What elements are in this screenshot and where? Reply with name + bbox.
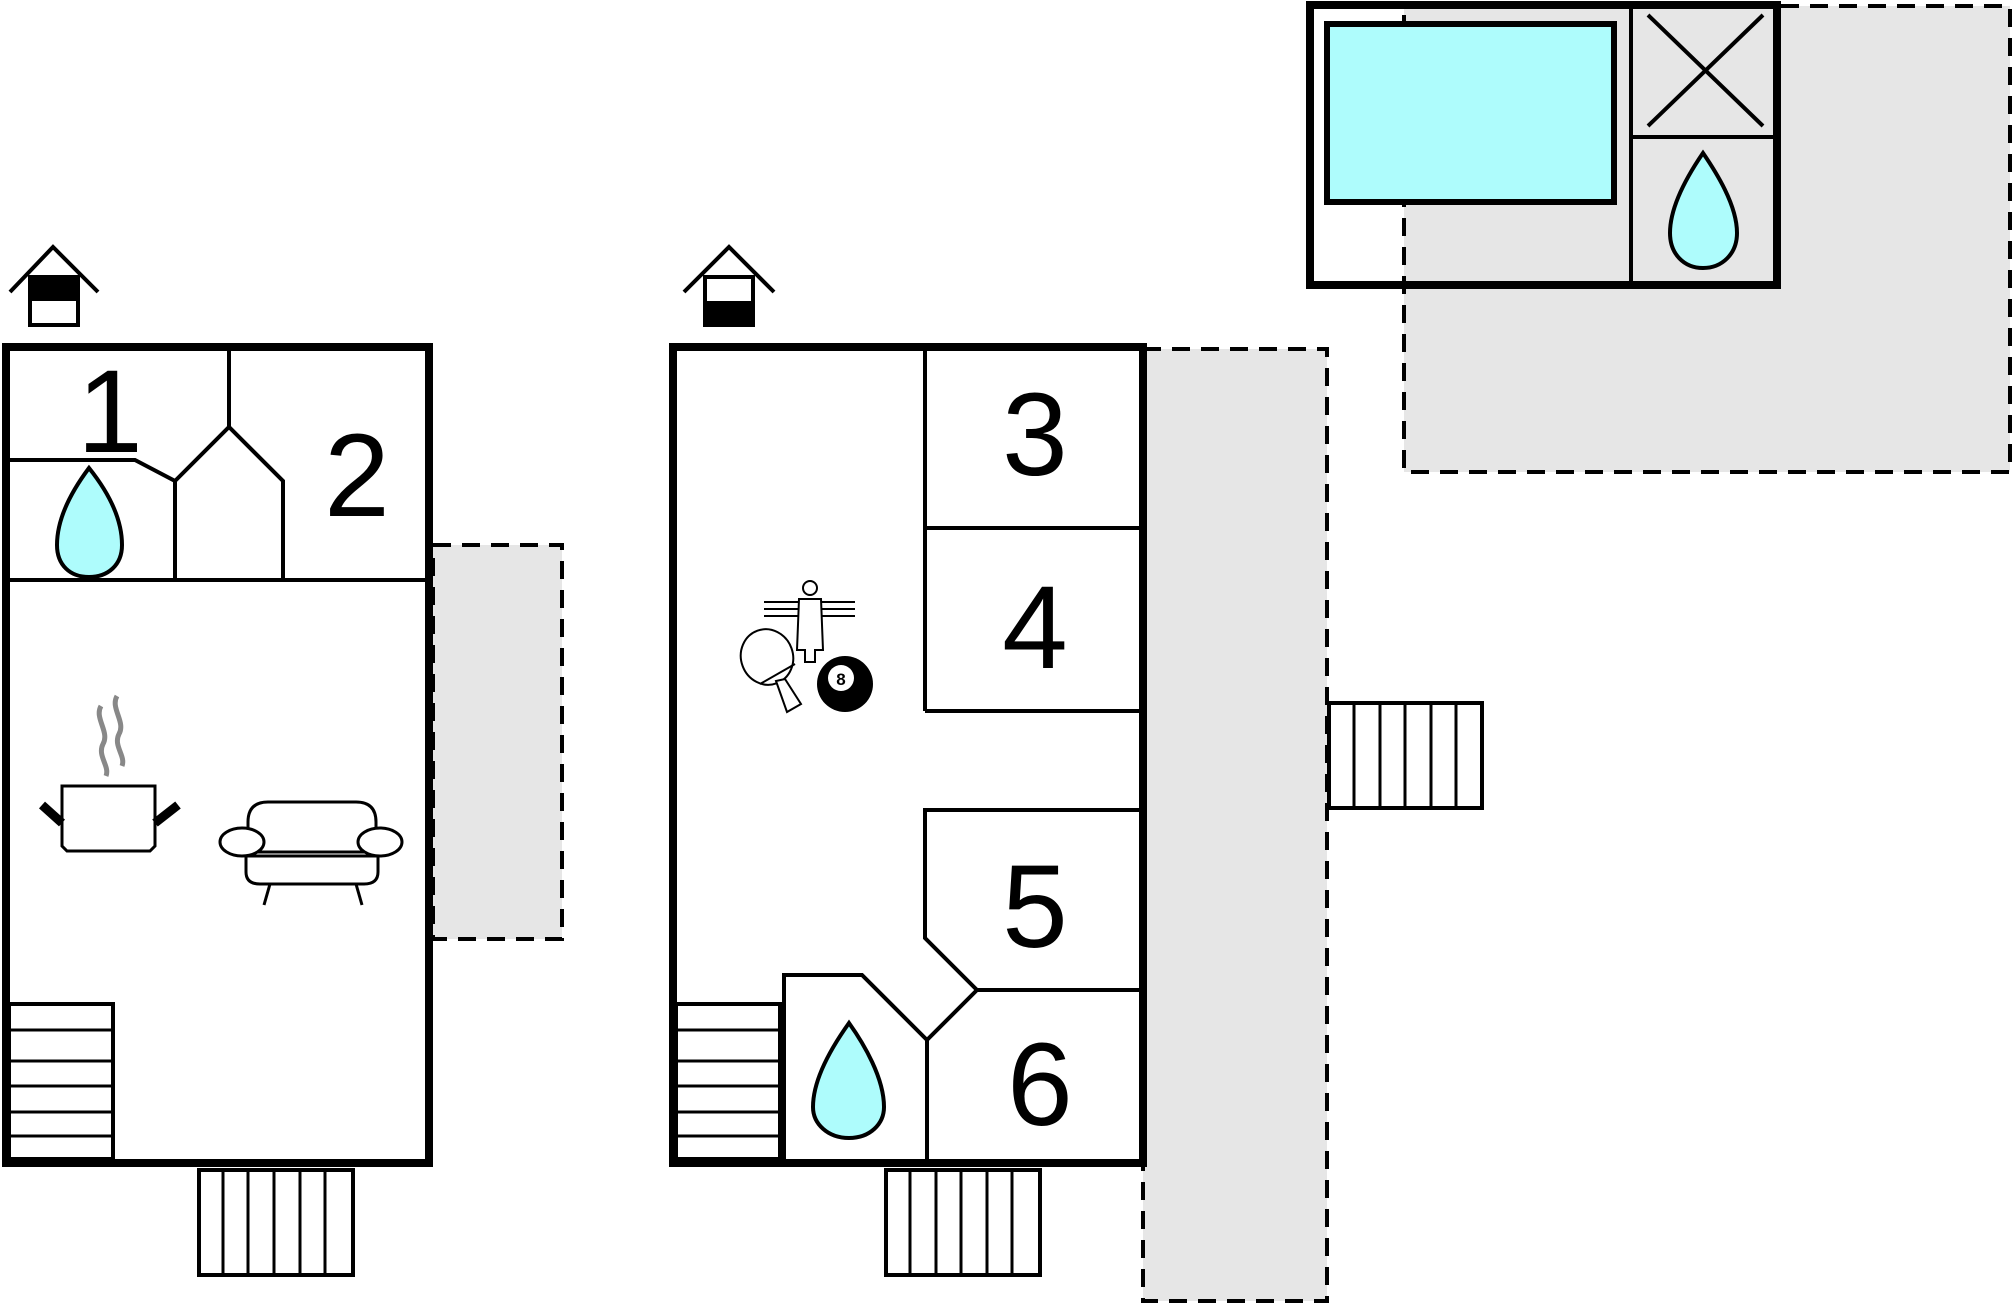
house-floor-icon-ground xyxy=(8,244,100,327)
table-football-icon xyxy=(764,580,855,663)
pool-icon xyxy=(1324,21,1617,205)
house-floor-icon-lower xyxy=(682,244,776,327)
room-4-label: 4 xyxy=(1002,562,1068,694)
room-2-label: 2 xyxy=(324,410,390,542)
floor-ground: 1 2 xyxy=(2,244,433,1277)
stairs-icon-ground xyxy=(7,1002,115,1161)
outer-wall-lower xyxy=(669,343,1147,1167)
room-3-label: 3 xyxy=(1002,369,1068,501)
billiard-ball-label: 8 xyxy=(836,670,845,689)
outbuilding-wall xyxy=(1306,1,1781,289)
stairs-icon-lower xyxy=(674,1002,782,1161)
billiard-ball-icon: 8 xyxy=(817,656,873,712)
room-6-label: 6 xyxy=(1007,1019,1073,1151)
terrace-left xyxy=(431,543,564,941)
terrace-middle xyxy=(1141,347,1329,1303)
outdoor-steps-icon-ground xyxy=(197,1168,355,1277)
bathroom-water-drop-icon xyxy=(54,464,125,580)
outer-wall-ground xyxy=(2,343,433,1167)
kitchen-pot-icon xyxy=(38,694,181,853)
outbuilding-water-drop-icon xyxy=(1667,149,1740,271)
room-1-label: 1 xyxy=(77,346,143,478)
floor-lower: 3 4 5 6 8 xyxy=(669,244,1147,1277)
table-tennis-icon xyxy=(739,628,803,714)
outdoor-steps-icon-lower xyxy=(884,1168,1042,1277)
bathroom-water-drop-icon-lower xyxy=(810,1019,887,1141)
outbuilding xyxy=(1306,1,1781,289)
sofa-icon xyxy=(218,800,404,906)
sauna-icon xyxy=(1646,13,1765,128)
outdoor-steps-icon-terrace xyxy=(1327,701,1484,810)
room-5-label: 5 xyxy=(1002,841,1068,973)
